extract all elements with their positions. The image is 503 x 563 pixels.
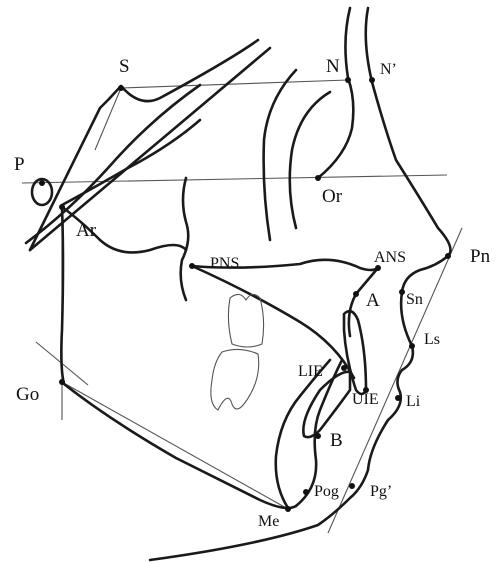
- point-or: [315, 175, 321, 181]
- mandibular-plane: [62, 382, 288, 509]
- mandible-border: [61, 207, 296, 508]
- label-pog: Pog: [314, 483, 339, 500]
- point-pog: [303, 489, 309, 495]
- point-pns: [189, 263, 195, 269]
- label-n-soft: N’: [380, 61, 397, 78]
- label-go: Go: [16, 384, 39, 405]
- orbital-roof: [62, 120, 200, 205]
- profile: [150, 8, 450, 560]
- point-ls: [409, 343, 415, 349]
- anterior-cranial-base: [30, 48, 270, 250]
- frontal-bone: [318, 8, 353, 178]
- label-ar: Ar: [76, 220, 97, 241]
- sn-line: [121, 80, 348, 88]
- label-uie: UIE: [352, 391, 379, 408]
- point-pg-soft: [349, 483, 355, 489]
- upper-molar: [228, 294, 263, 347]
- point-me: [285, 506, 291, 512]
- maxilla: [181, 178, 378, 378]
- label-p: P: [14, 154, 25, 175]
- pterygoid: [181, 178, 189, 300]
- lower-molar: [211, 349, 259, 410]
- point-s: [118, 85, 124, 91]
- label-s: S: [119, 56, 130, 77]
- nasal-internal: [290, 92, 330, 228]
- label-pn: Pn: [470, 246, 491, 267]
- label-b: B: [330, 430, 343, 451]
- s-n-extension: [95, 88, 121, 150]
- point-ar: [59, 204, 65, 210]
- landmark-labels: S N N’ P Or Ar PNS ANS A Pn Sn Ls Go LIE…: [14, 56, 491, 530]
- point-li: [395, 395, 401, 401]
- clivus: [26, 85, 200, 243]
- soft-tissue-profile: [150, 8, 450, 560]
- point-n-soft: [369, 77, 375, 83]
- reference-lines: [22, 80, 462, 533]
- frankfort-horizontal: [22, 175, 447, 183]
- point-lie: [341, 365, 347, 371]
- label-n: N: [326, 56, 340, 77]
- e-line: [328, 228, 462, 533]
- label-lie: LIE: [298, 363, 323, 380]
- point-p: [39, 180, 45, 186]
- point-b: [315, 433, 321, 439]
- label-me: Me: [258, 513, 279, 530]
- upper-incisor: [344, 311, 366, 394]
- label-sn: Sn: [406, 291, 423, 308]
- label-a: A: [366, 290, 380, 311]
- label-li: Li: [406, 393, 421, 410]
- label-ls: Ls: [424, 331, 440, 348]
- mandible: [61, 207, 342, 508]
- label-pg-soft: Pg’: [370, 483, 392, 500]
- point-go: [59, 379, 65, 385]
- label-ans: ANS: [374, 249, 406, 266]
- molar: [211, 294, 264, 410]
- label-or: Or: [322, 186, 343, 207]
- sella-turcica: [30, 40, 258, 250]
- point-pn: [445, 253, 451, 259]
- label-pns: PNS: [210, 255, 239, 272]
- point-n: [345, 77, 351, 83]
- point-sn: [399, 289, 405, 295]
- point-a: [353, 291, 359, 297]
